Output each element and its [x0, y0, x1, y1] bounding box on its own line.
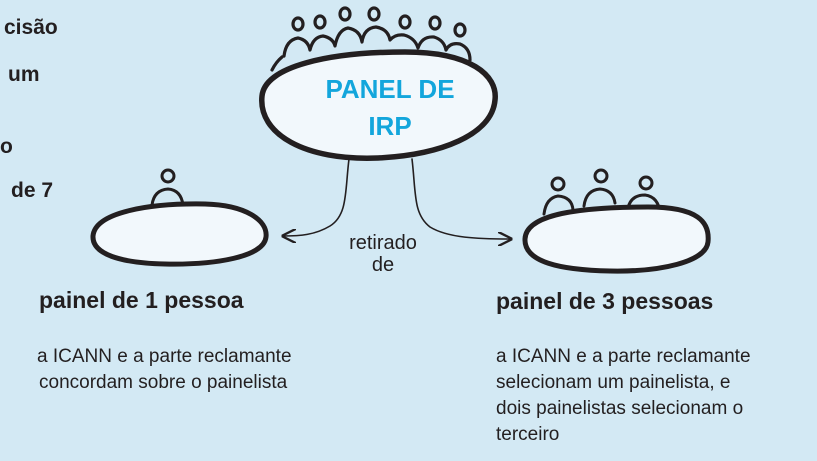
- one-person-panel-description: a ICANN e a parte reclamante: [37, 346, 292, 367]
- irp-panel-title: IRP: [368, 111, 412, 141]
- three-person-panel-description: dois painelistas selecionam o: [496, 398, 744, 419]
- arrow-to-one-person-panel: [283, 158, 350, 236]
- three-person-panel-group: [522, 168, 711, 274]
- three-person-panel-description: terceiro: [496, 424, 560, 445]
- three-person-panel-table: [522, 204, 711, 274]
- one-person-panel-heading: painel de 1 pessoa: [39, 287, 244, 313]
- irp-panel-table: [259, 49, 498, 161]
- withdrawal-arrows: [283, 158, 511, 239]
- one-person-panel-description: concordam sobre o painelista: [39, 372, 288, 393]
- irp-panel-title: PANEL DE: [325, 74, 455, 104]
- one-person-panel-group: [90, 168, 269, 267]
- one-person-panel-table: [90, 201, 269, 267]
- panelists-group-icon: [270, 6, 472, 72]
- left-text-fragment: cisão: [4, 16, 58, 39]
- arrow-label: de: [371, 254, 395, 276]
- left-text-fragment: o: [0, 135, 13, 158]
- arrow-label: retirado: [349, 232, 417, 254]
- left-text-fragment: um: [8, 63, 40, 86]
- three-person-panel-description: selecionam um painelista, e: [496, 372, 731, 393]
- irp-panel-group: [259, 6, 498, 161]
- three-person-panel-heading: painel de 3 pessoas: [496, 288, 714, 314]
- left-text-fragment: de 7: [11, 179, 54, 202]
- single-panelist-icon: [150, 168, 185, 207]
- three-person-panel-description: a ICANN e a parte reclamante: [496, 346, 751, 367]
- arrow-to-three-person-panel: [411, 158, 511, 239]
